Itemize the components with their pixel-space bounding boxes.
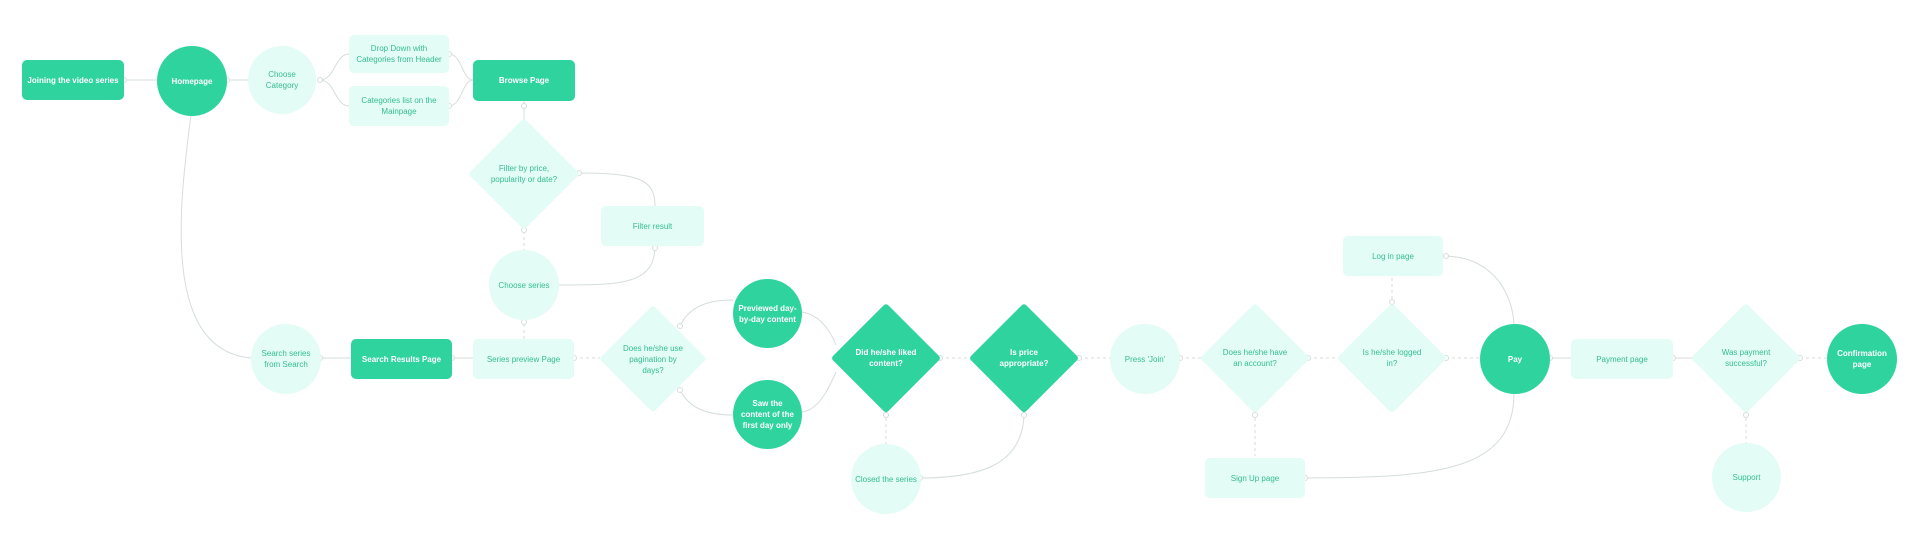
node-confirmation-page: Confirmation page [1827, 324, 1897, 394]
edge-filter-result [578, 172, 656, 207]
edge-choose-dropdown [319, 53, 350, 81]
node-dropdown-categories: Drop Down with Categories from Header [349, 35, 449, 73]
node-pagination-decision: Does he/she use pagination by days? [600, 306, 706, 412]
node-filter-result: Filter result [601, 206, 704, 246]
node-choose-series: Choose series [489, 250, 559, 320]
node-closed-series: Closed the series [851, 444, 921, 514]
node-account-decision: Does he/she have an account? [1201, 304, 1309, 412]
edge-choose-catlist [319, 79, 350, 107]
node-pay: Pay [1480, 324, 1550, 394]
node-categories-list: Categories list on the Mainpage [349, 86, 449, 126]
edge-price-closed [919, 411, 1025, 479]
node-signup-page: Sign Up page [1205, 458, 1305, 498]
node-login-page: Log in page [1343, 236, 1443, 276]
node-homepage: Homepage [157, 46, 227, 116]
node-filter-decision: Filter by price, popularity or date? [469, 119, 579, 229]
connector-dot [317, 77, 323, 83]
node-saw-first-day: Saw the content of the first day only [733, 380, 802, 449]
edge-signup-pay [1304, 392, 1515, 479]
edge-homepage-search [180, 114, 252, 359]
edge-login-pay [1442, 255, 1515, 325]
connector-dot [521, 103, 527, 109]
edge-result-choose [557, 245, 656, 286]
node-search-series: Search series from Search [251, 324, 321, 394]
node-choose-category: Choose Category [248, 46, 316, 114]
node-browse-page: Browse Page [473, 60, 575, 101]
node-series-preview-page: Series preview Page [473, 339, 574, 379]
node-joining-video-series: Joining the video series [22, 60, 124, 100]
node-previewed-content: Previewed day-by-day content [733, 279, 802, 348]
node-loggedin-decision: Is he/she logged in? [1338, 304, 1446, 412]
node-support: Support [1712, 443, 1781, 512]
node-price-decision: Is price appropriate? [970, 304, 1078, 412]
node-search-results-page: Search Results Page [351, 339, 452, 379]
node-payment-success-decision: Was payment successful? [1692, 304, 1800, 412]
node-press-join: Press 'Join' [1110, 324, 1180, 394]
node-liked-decision: Did he/she liked content? [832, 304, 940, 412]
connector-dot [1443, 253, 1449, 259]
node-payment-page: Payment page [1571, 339, 1673, 379]
